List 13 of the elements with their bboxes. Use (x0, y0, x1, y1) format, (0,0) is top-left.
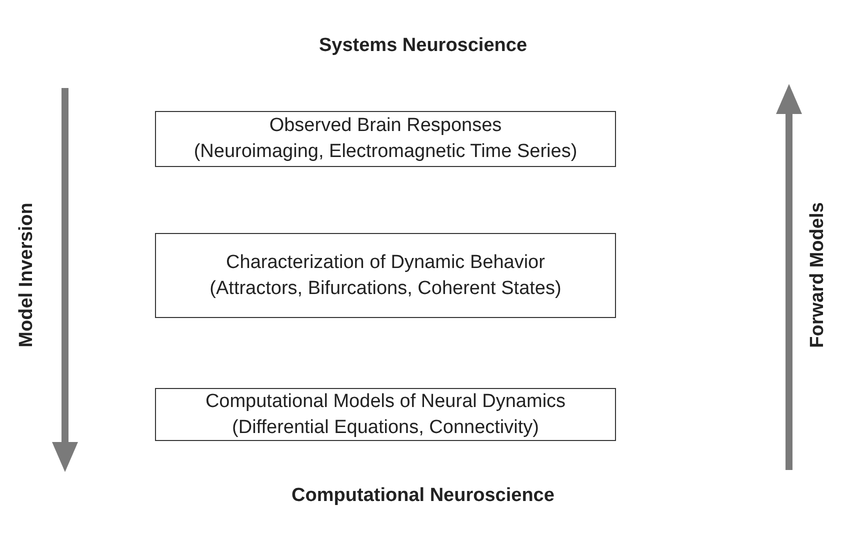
level-box (155, 233, 616, 318)
box-subtitle: (Differential Equations, Connectivity) (232, 416, 539, 440)
axis-label: Forward Models (807, 202, 829, 348)
title: Systems Neuroscience (318, 35, 528, 57)
axis-label: Model Inversion (16, 202, 38, 348)
box-heading: Observed Brain Responses (269, 114, 502, 138)
level-box (155, 111, 616, 167)
level-box (155, 388, 616, 441)
caption: Computational Neuroscience (292, 485, 554, 507)
box-heading: Characterization of Dynamic Behavior (226, 250, 545, 275)
box-heading: Computational Models of Neural Dynamics (205, 390, 566, 414)
box-subtitle: (Attractors, Bifurcations, Coherent States) (210, 276, 562, 300)
box-subtitle: (Neuroimaging, Electromagnetic Time Series) (194, 140, 578, 164)
